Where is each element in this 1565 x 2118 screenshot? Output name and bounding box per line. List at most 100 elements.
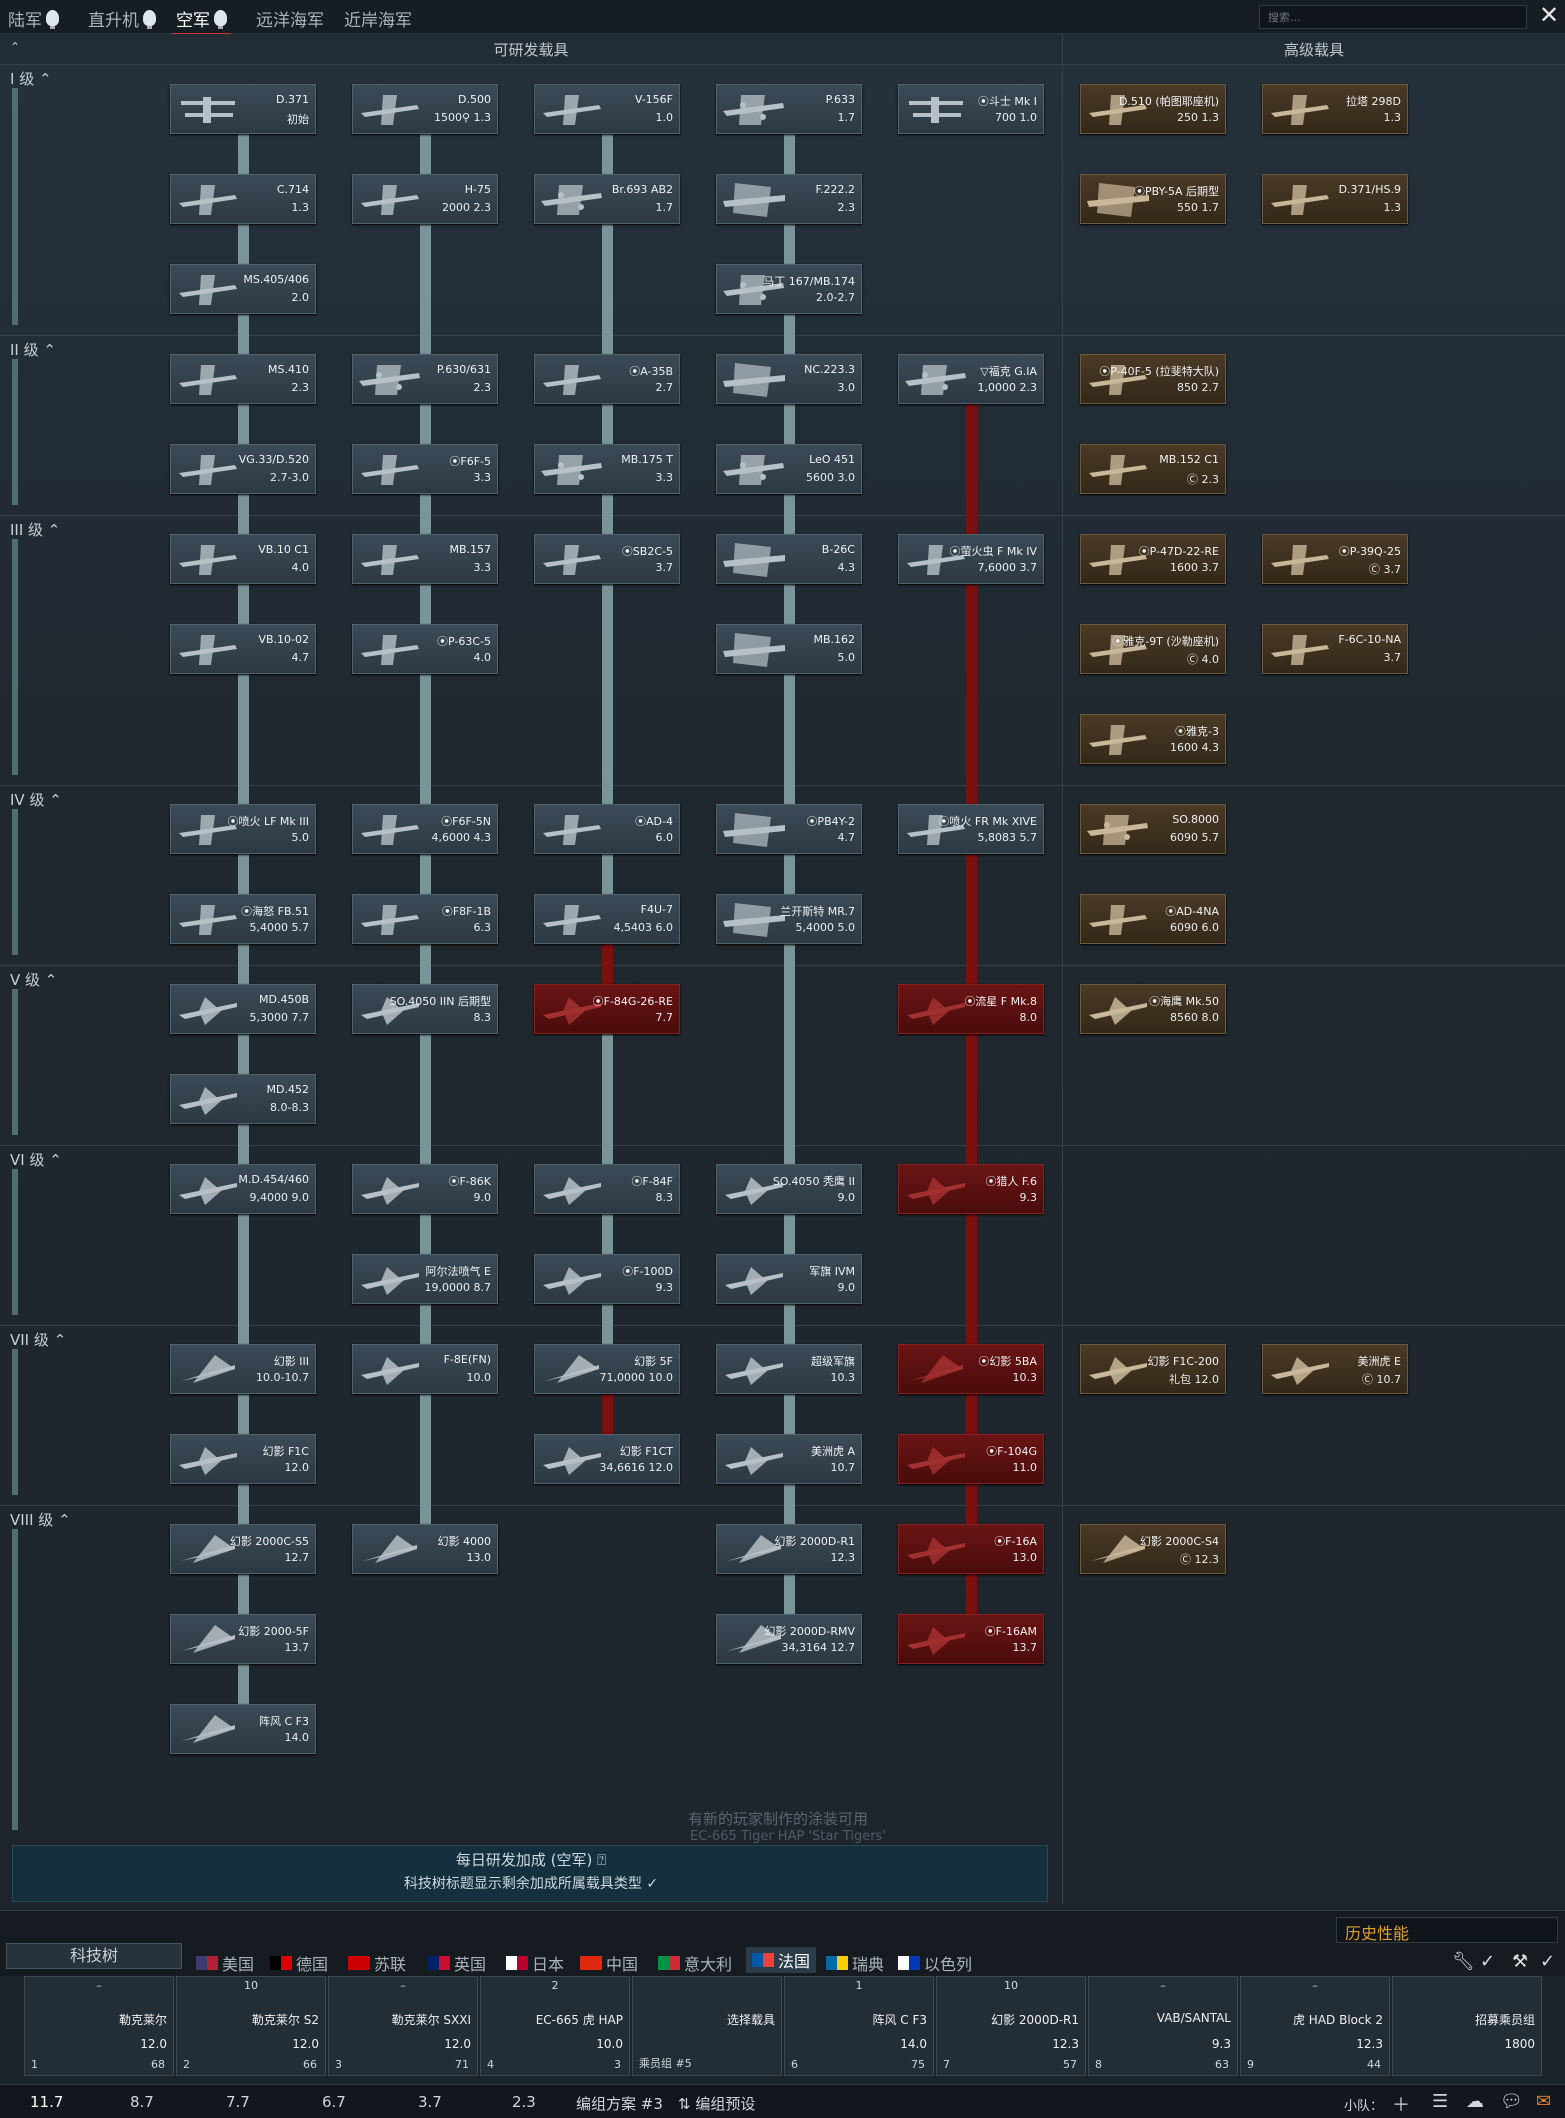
tab-3[interactable]: 远洋海军 — [256, 6, 324, 31]
rank-label[interactable]: VI 级 ⌃ — [10, 1151, 62, 1169]
country-9[interactable]: 以色列 — [898, 1951, 972, 1975]
br-tab[interactable]: 2.3 — [512, 2093, 536, 2111]
vehicle-card[interactable]: ⦿P-40F-5 (拉斐特大队)850 2.7 — [1080, 354, 1226, 404]
rank-label[interactable]: VIII 级 ⌃ — [10, 1511, 71, 1529]
country-4[interactable]: 日本 — [506, 1951, 564, 1975]
tech-tree-button[interactable]: 科技树 — [6, 1943, 182, 1969]
mail-icon[interactable]: ✉ — [1536, 2091, 1552, 2112]
plus-icon[interactable]: ＋ — [1392, 2095, 1410, 2116]
vehicle-card[interactable]: D.510 (帕图耶座机)250 1.3 — [1080, 84, 1226, 134]
list-icon[interactable]: ☰ — [1432, 2091, 1449, 2112]
rank-label[interactable]: VII 级 ⌃ — [10, 1331, 67, 1349]
country-8[interactable]: 瑞典 — [826, 1951, 884, 1975]
repair-icon[interactable]: ⚒ — [1512, 1951, 1529, 1972]
chat-icon[interactable]: 💬︎ — [1500, 2091, 1523, 2112]
country-1[interactable]: 德国 — [270, 1951, 328, 1975]
wrench-icon[interactable]: 🔧︎ — [1452, 1951, 1475, 1972]
country-0[interactable]: 美国 — [196, 1951, 254, 1975]
country-3[interactable]: 英国 — [428, 1951, 486, 1975]
close-icon[interactable]: ✕ — [1538, 1, 1560, 29]
crew-slot[interactable]: 选择载具乘员组 #5 — [632, 1976, 782, 2076]
preset-name[interactable]: 编组方案 #3 — [576, 2095, 663, 2113]
vehicle-card[interactable]: F-8E(FN)10.0 — [352, 1344, 498, 1394]
preset-button[interactable]: ⇅ 编组预设 — [678, 2095, 756, 2113]
tab-1[interactable]: 直升机 — [88, 6, 156, 31]
bonus-subtitle[interactable]: 科技树标题显示剩余加成所属载具类型 ✓ — [403, 1876, 659, 1892]
country-2[interactable]: 苏联 — [348, 1951, 406, 1975]
cloud-icon[interactable]: ☁ — [1466, 2091, 1484, 2112]
check-icon[interactable]: ✓ — [1480, 1951, 1496, 1972]
br-tab[interactable]: 7.7 — [226, 2093, 250, 2111]
rank-label[interactable]: III 级 ⌃ — [10, 521, 61, 539]
tab-0[interactable]: 陆军 — [8, 6, 59, 31]
br-tab[interactable]: 3.7 — [418, 2093, 442, 2111]
rank-label[interactable]: IV 级 ⌃ — [10, 791, 62, 809]
